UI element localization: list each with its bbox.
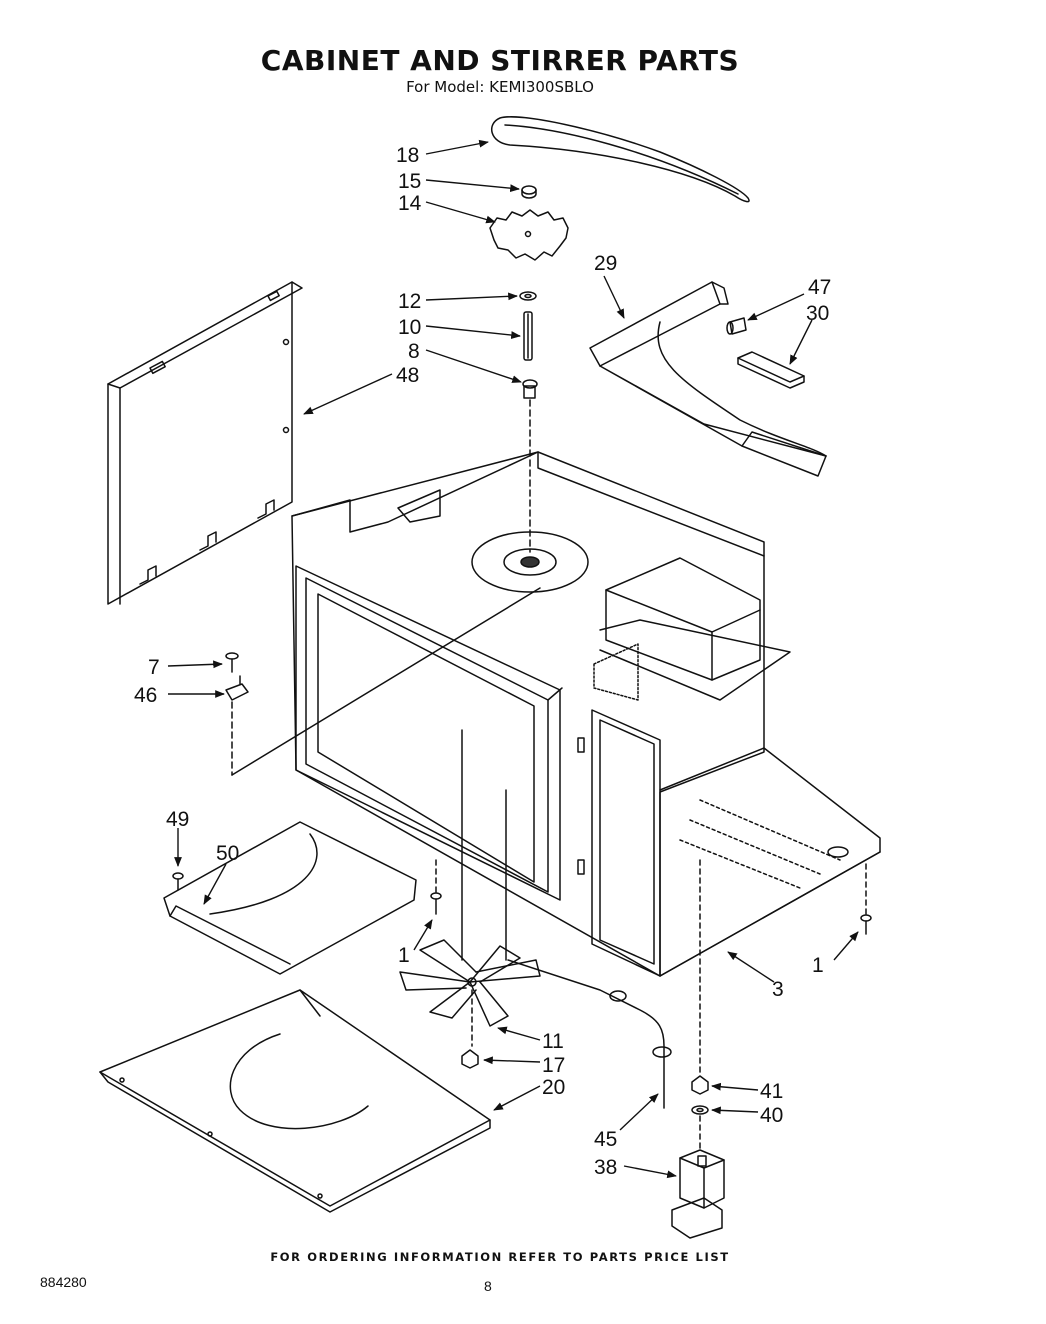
ordering-note: FOR ORDERING INFORMATION REFER TO PARTS … (270, 1250, 730, 1264)
washer-12-part (519, 291, 537, 301)
clip-bracket-part (225, 675, 249, 701)
model-subtitle: For Model: KEMI300SBLO (406, 78, 594, 96)
stirrer-clip-part (521, 185, 537, 199)
screw-7-part (225, 652, 239, 673)
page-title: CABINET AND STIRRER PARTS (260, 44, 740, 77)
callout-12: 12 (398, 290, 421, 313)
callout-48: 48 (396, 364, 419, 387)
callout-40: 40 (760, 1104, 783, 1127)
callout-29: 29 (594, 252, 617, 275)
hex-nut-17-part (461, 1049, 479, 1069)
bottom-cover-part (99, 989, 491, 1213)
page-number: 8 (484, 1278, 492, 1294)
terminal-block-part (737, 351, 805, 389)
probe-wire-part (507, 959, 672, 1109)
washer-40-part (691, 1105, 709, 1115)
switch-housing-part (671, 1149, 725, 1239)
bushing-part (522, 379, 538, 399)
callout-1-right: 1 (812, 954, 824, 977)
callout-3: 3 (772, 978, 784, 1001)
callout-15: 15 (398, 170, 421, 193)
snap-fastener-part (726, 317, 747, 335)
callout-50: 50 (216, 842, 239, 865)
air-duct-part (163, 821, 417, 975)
callout-41: 41 (760, 1080, 783, 1103)
callout-18: 18 (396, 144, 419, 167)
callout-30: 30 (806, 302, 829, 325)
screw-1-right-part (860, 914, 872, 935)
base-plate-part (659, 747, 881, 977)
callout-10: 10 (398, 316, 421, 339)
callout-8: 8 (408, 340, 420, 363)
side-panel-part (107, 281, 303, 605)
nut-41-part (691, 1075, 709, 1095)
callout-45: 45 (594, 1128, 617, 1151)
top-bracket-part (589, 281, 827, 477)
callout-1-left: 1 (398, 944, 410, 967)
stirrer-shaft-part (523, 311, 533, 361)
callout-47: 47 (808, 276, 831, 299)
fan-blade-part (399, 939, 541, 1027)
callout-20: 20 (542, 1076, 565, 1099)
callout-17: 17 (542, 1054, 565, 1077)
drive-belt-part (490, 116, 750, 203)
screw-49-part (172, 872, 184, 891)
cabinet-body-part (291, 451, 791, 977)
callout-38: 38 (594, 1156, 617, 1179)
callout-14: 14 (398, 192, 422, 215)
callout-11: 11 (542, 1030, 564, 1053)
leader-lines (167, 139, 859, 1179)
callout-46: 46 (134, 684, 157, 707)
document-number: 884280 (40, 1274, 87, 1290)
callout-49: 49 (166, 808, 189, 831)
callout-7: 7 (148, 656, 160, 679)
screw-1-left-part (430, 892, 442, 915)
stirrer-pulley-part (489, 209, 569, 261)
